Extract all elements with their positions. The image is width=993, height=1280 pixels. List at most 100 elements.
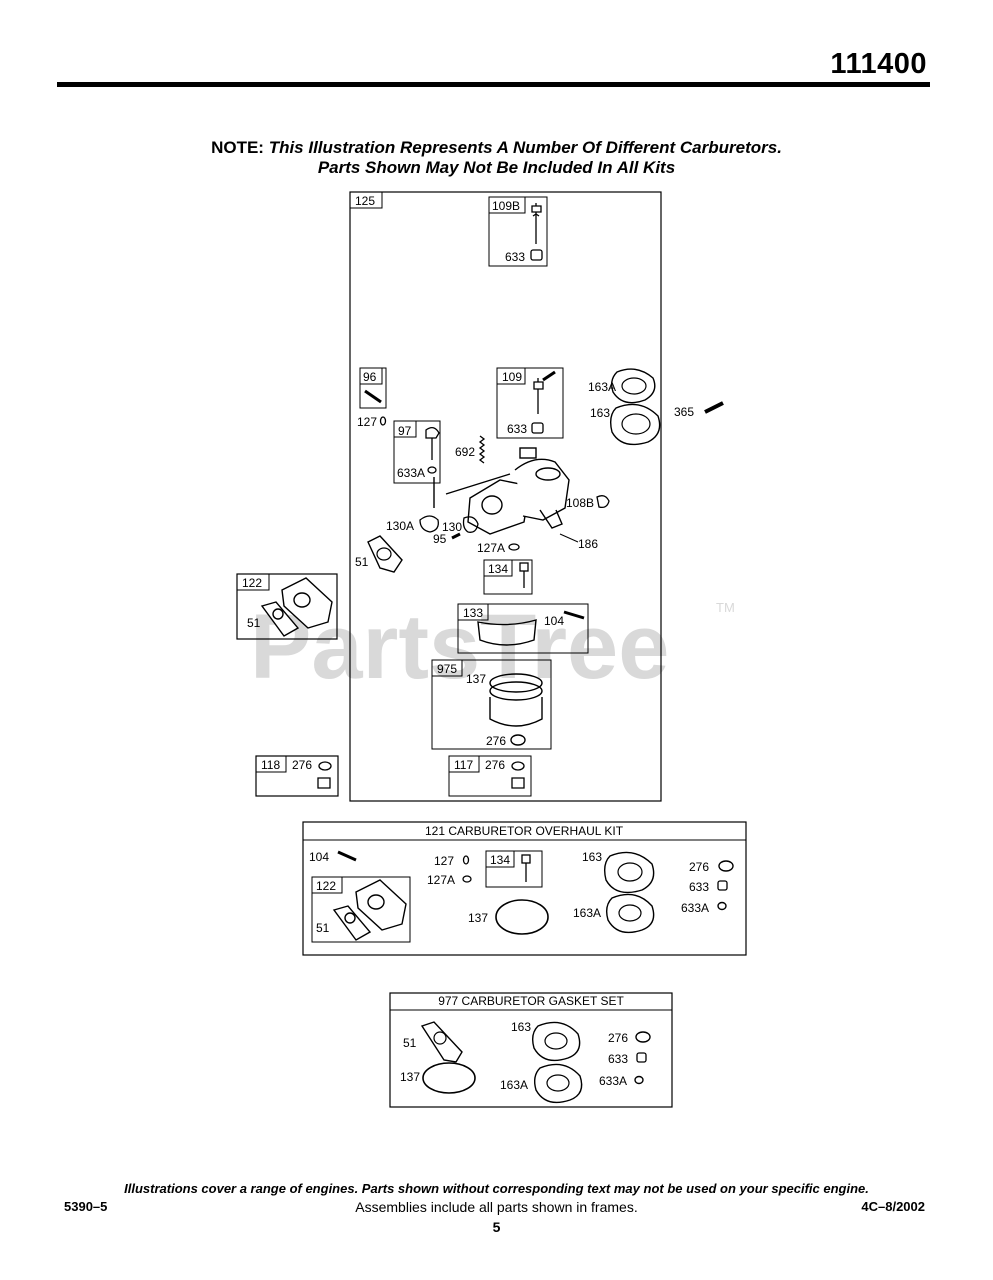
kit121-label-163: 163 — [582, 850, 602, 864]
label-122: 122 — [242, 576, 262, 590]
kit-977-frame — [389, 992, 673, 1108]
label-125: 125 — [355, 194, 375, 208]
kit121-label-163a: 163A — [573, 906, 601, 920]
screw-96-icon — [364, 389, 382, 404]
model-number: 111400 — [830, 48, 927, 80]
part-130a-icon — [419, 515, 439, 533]
kit121-label-51: 51 — [316, 921, 330, 935]
label-163: 163 — [590, 406, 610, 420]
exploded-parts-diagram: PartsTree TM 125 109B 633 96 127 109 633… — [236, 191, 747, 1108]
gasket-163-icon — [609, 403, 661, 446]
label-109b: 109B — [492, 199, 520, 213]
label-130: 130 — [442, 520, 462, 534]
label-108b: 108B — [566, 496, 594, 510]
kit977-label-163: 163 — [511, 1020, 531, 1034]
page-number: 5 — [492, 1219, 501, 1235]
label-117: 117 — [454, 758, 473, 772]
footer-assemblies-note: Assemblies include all parts shown in fr… — [355, 1199, 638, 1215]
kit121-label-633: 633 — [689, 880, 709, 894]
kit121-frame-122 — [311, 876, 411, 943]
kit977-label-163a: 163A — [500, 1078, 528, 1092]
kit121-label-127a: 127A — [427, 873, 455, 887]
note-line-1: NOTE: This Illustration Represents A Num… — [0, 138, 993, 158]
jet-134-icon — [519, 562, 529, 588]
frame-975 — [431, 659, 552, 750]
frame-118 — [255, 755, 339, 797]
carburetor-body-icon — [433, 447, 570, 535]
frame-125-tab — [349, 191, 383, 209]
label-51-left: 51 — [247, 616, 261, 630]
kit121-label-134: 134 — [490, 853, 510, 867]
float-133-icon — [477, 619, 537, 646]
label-95: 95 — [433, 532, 447, 546]
pin-104-icon — [563, 610, 585, 620]
bolt-117-icon — [511, 777, 525, 789]
frame-125 — [349, 191, 662, 802]
label-276-117: 276 — [485, 758, 505, 772]
label-975: 975 — [437, 662, 457, 676]
kit977-label-633a: 633A — [599, 1074, 627, 1088]
label-134: 134 — [488, 562, 508, 576]
part-108b-icon — [596, 495, 610, 509]
label-130a: 130A — [386, 519, 414, 533]
label-276-main: 276 — [486, 734, 506, 748]
footer-disclaimer: Illustrations cover a range of engines. … — [124, 1181, 869, 1196]
label-127: 127 — [357, 415, 377, 429]
kit977-label-137: 137 — [400, 1070, 420, 1084]
part-130-icon — [462, 516, 479, 533]
kit-121-title: 121 CARBURETOR OVERHAUL KIT — [425, 824, 624, 838]
frame-122 — [236, 573, 338, 640]
frame-117 — [448, 755, 532, 797]
gasket-163a-icon — [610, 368, 656, 404]
kit121-label-276: 276 — [689, 860, 709, 874]
label-109: 109 — [502, 370, 522, 384]
label-633-mid: 633 — [507, 422, 527, 436]
kit-977-title: 977 CARBURETOR GASKET SET — [438, 994, 624, 1008]
label-118: 118 — [261, 758, 280, 772]
kit121-spacer-icon — [332, 879, 407, 941]
note-text-1: This Illustration Represents A Number Of… — [268, 138, 782, 157]
label-276-118: 276 — [292, 758, 312, 772]
kit121-label-137: 137 — [468, 911, 488, 925]
header-rule — [57, 82, 930, 87]
spring-692-icon — [478, 435, 486, 464]
label-163a: 163A — [588, 380, 616, 394]
spacer-122-icon — [260, 577, 333, 637]
footer-code: 5390–5 — [64, 1199, 108, 1214]
seat-633b-icon — [531, 422, 544, 434]
kit977-gasket-51-icon — [420, 1021, 463, 1063]
note-lead: NOTE: — [211, 138, 264, 157]
label-97: 97 — [398, 424, 412, 438]
float-bowl-icon — [489, 673, 543, 727]
float-needle-icon — [531, 203, 542, 244]
kit121-gasket-137-icon — [495, 899, 549, 935]
seat-633-icon — [530, 249, 543, 261]
kit121-label-122: 122 — [316, 879, 336, 893]
label-96: 96 — [363, 370, 377, 384]
label-692: 692 — [455, 445, 475, 459]
label-633a: 633A — [397, 466, 425, 480]
label-633-top: 633 — [505, 250, 525, 264]
footer-date: 4C–8/2002 — [861, 1199, 925, 1214]
label-51-main: 51 — [355, 555, 369, 569]
needle-97-icon — [425, 426, 440, 460]
label-137-main: 137 — [466, 672, 486, 686]
needle-109-icon — [533, 370, 556, 414]
kit977-label-51: 51 — [403, 1036, 417, 1050]
frame-133 — [457, 603, 589, 654]
gasket-51-icon — [367, 535, 403, 573]
label-365: 365 — [674, 405, 694, 419]
note-line-2: Parts Shown May Not Be Included In All K… — [317, 158, 676, 177]
frame-97 — [393, 420, 441, 484]
kit121-label-633a: 633A — [681, 901, 709, 915]
screw-95-icon — [451, 532, 461, 540]
label-127a: 127A — [477, 541, 505, 555]
o-ring-127-icon — [379, 416, 387, 426]
kit977-label-633: 633 — [608, 1052, 628, 1066]
bolt-118-icon — [317, 777, 331, 789]
kit977-label-276: 276 — [608, 1031, 628, 1045]
fitting-365-icon — [704, 401, 724, 414]
kit-121-frame — [302, 821, 747, 956]
kit977-gasket-137-icon — [422, 1062, 476, 1094]
frame-109 — [496, 367, 564, 439]
